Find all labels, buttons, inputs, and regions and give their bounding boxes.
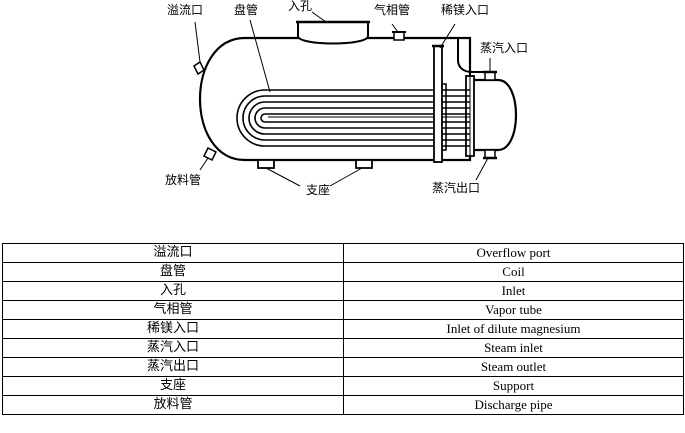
label-vapor-tube: 气相管: [374, 2, 410, 17]
support-right: [355, 159, 373, 169]
term-en: Steam inlet: [343, 338, 684, 358]
term-zh: 入孔: [2, 281, 344, 301]
overflow-nozzle: [193, 60, 205, 76]
label-coil: 盘管: [234, 2, 258, 17]
leader-lines: [194, 11, 491, 187]
term-zh: 放料管: [2, 395, 344, 415]
label-mg-inlet: 稀镁入口: [441, 3, 489, 17]
term-zh: 稀镁入口: [2, 319, 344, 339]
term-zh: 溢流口: [2, 243, 344, 263]
term-zh: 盘管: [2, 262, 344, 282]
right-head: [468, 78, 517, 152]
term-zh: 蒸汽入口: [2, 338, 344, 358]
term-en: Inlet of dilute magnesium: [343, 319, 684, 339]
term-en: Inlet: [343, 281, 684, 301]
support-left: [257, 159, 275, 169]
manhole: [297, 21, 369, 45]
vapor-tube-nozzle: [393, 31, 405, 41]
label-steam-out: 蒸汽出口: [432, 180, 480, 195]
term-zh: 支座: [2, 376, 344, 396]
label-discharge: 放料管: [165, 172, 201, 187]
term-en: Support: [343, 376, 684, 396]
tank-diagram: 溢流口 盘管 入孔 气相管 稀镁入口 蒸汽入口 蒸汽出口 支座 放料管: [165, 0, 528, 197]
term-en: Coil: [343, 262, 684, 282]
term-en: Overflow port: [343, 243, 684, 263]
term-zh: 蒸汽出口: [2, 357, 344, 377]
label-steam-in: 蒸汽入口: [480, 40, 528, 55]
label-inlet: 入孔: [288, 0, 312, 13]
term-zh: 气相管: [2, 300, 344, 320]
label-overflow: 溢流口: [167, 3, 203, 17]
term-en: Discharge pipe: [343, 395, 684, 415]
label-support: 支座: [306, 182, 330, 197]
vessel-shell: [198, 36, 472, 162]
term-en: Vapor tube: [343, 300, 684, 320]
coil-bundle: [236, 89, 470, 147]
vessel-shoulder: [457, 38, 490, 73]
mg-inlet-pipe: [433, 45, 443, 163]
term-en: Steam outlet: [343, 357, 684, 377]
discharge-nozzle: [202, 146, 218, 162]
